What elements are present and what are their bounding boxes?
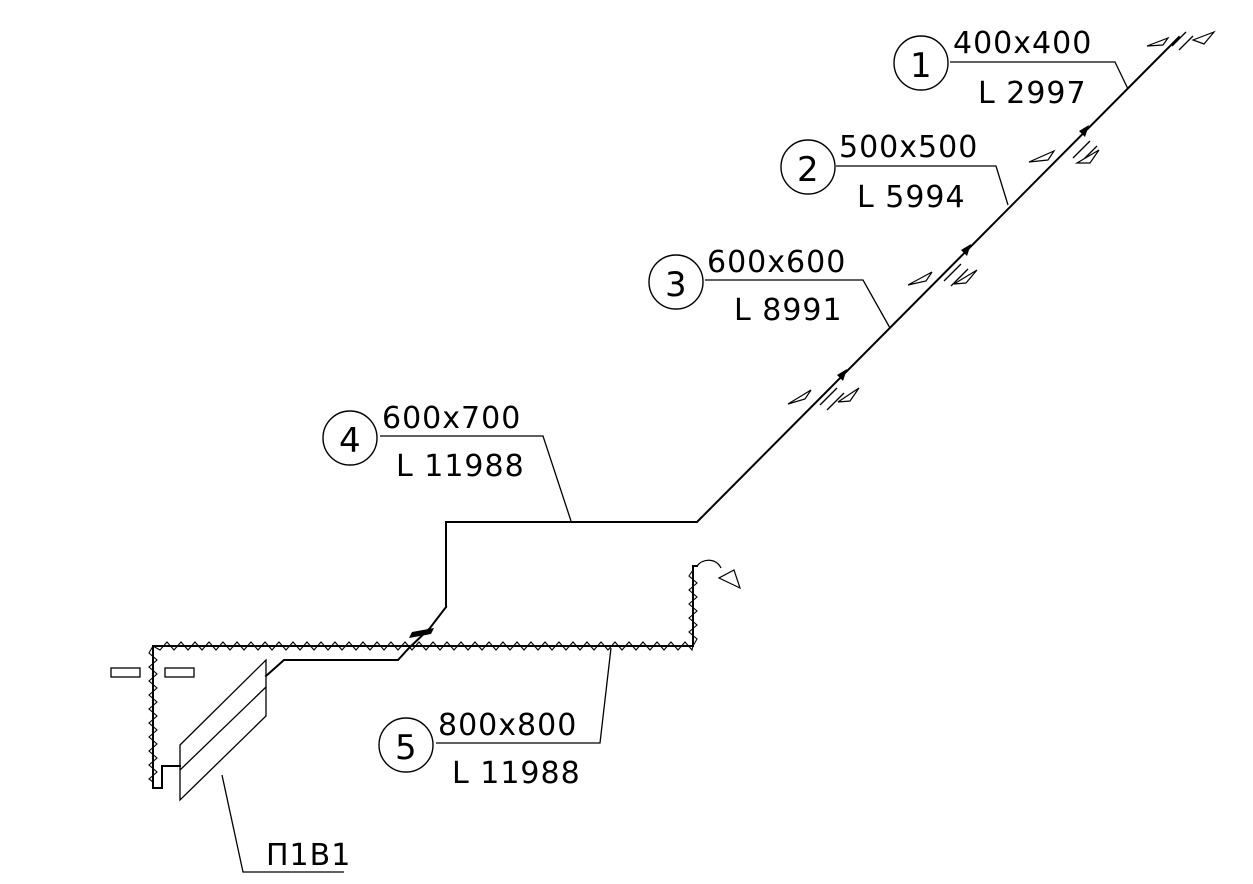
unit-label: П1В1 xyxy=(266,838,351,873)
callout-segment-4: 4 600x700 L 11988 xyxy=(322,401,572,522)
duct-main-line xyxy=(445,35,1181,608)
callout-length: L 11988 xyxy=(396,449,525,484)
callout-size: 400x400 xyxy=(953,26,1092,61)
callout-segment-3: 3 600x600 L 8991 xyxy=(648,245,891,329)
duct-connection xyxy=(264,605,448,678)
unit-inlet xyxy=(164,667,195,678)
unit-inlet xyxy=(110,667,141,678)
transition-symbols xyxy=(787,30,1216,411)
flow-arrow xyxy=(961,244,971,256)
callout-number: 3 xyxy=(665,265,687,305)
air-handling-unit: П1В1 xyxy=(110,658,351,873)
callout-number: 5 xyxy=(395,728,417,768)
callout-size: 800x800 xyxy=(438,708,577,743)
outlet-hook xyxy=(696,559,722,569)
callout-size: 500x500 xyxy=(839,130,978,165)
callout-length: L 2997 xyxy=(978,76,1087,111)
transition-2-3 xyxy=(907,263,978,287)
flow-arrows xyxy=(837,125,1089,381)
callout-length: L 8991 xyxy=(734,293,843,328)
insulation-hatch xyxy=(152,641,694,652)
insulation-hatch xyxy=(148,645,158,783)
callout-length: L 11988 xyxy=(452,756,581,791)
outlet-grille-icon xyxy=(717,569,742,590)
callout-number: 4 xyxy=(339,421,361,461)
transition-1-2 xyxy=(1028,140,1100,164)
insulation-hatch xyxy=(688,569,698,647)
duct-end-symbol xyxy=(1146,30,1216,51)
callout-number: 1 xyxy=(910,46,932,86)
unit-body xyxy=(179,658,267,802)
insulated-duct xyxy=(148,559,742,789)
unit-leader xyxy=(221,774,344,873)
callout-length: L 5994 xyxy=(857,180,966,215)
flow-arrow xyxy=(837,369,847,381)
callout-segment-5: 5 800x800 L 11988 xyxy=(378,647,612,791)
callout-segment-2: 2 500x500 L 5994 xyxy=(780,130,1009,215)
transition-3-4 xyxy=(787,387,860,411)
callout-size: 600x700 xyxy=(382,401,521,436)
callout-number: 2 xyxy=(797,150,819,190)
duct-run xyxy=(264,35,1181,678)
valve-icon xyxy=(409,628,434,638)
flow-arrow xyxy=(1079,125,1089,137)
callout-segment-1: 1 400x400 L 2997 xyxy=(893,26,1129,111)
callout-size: 600x600 xyxy=(707,245,846,280)
